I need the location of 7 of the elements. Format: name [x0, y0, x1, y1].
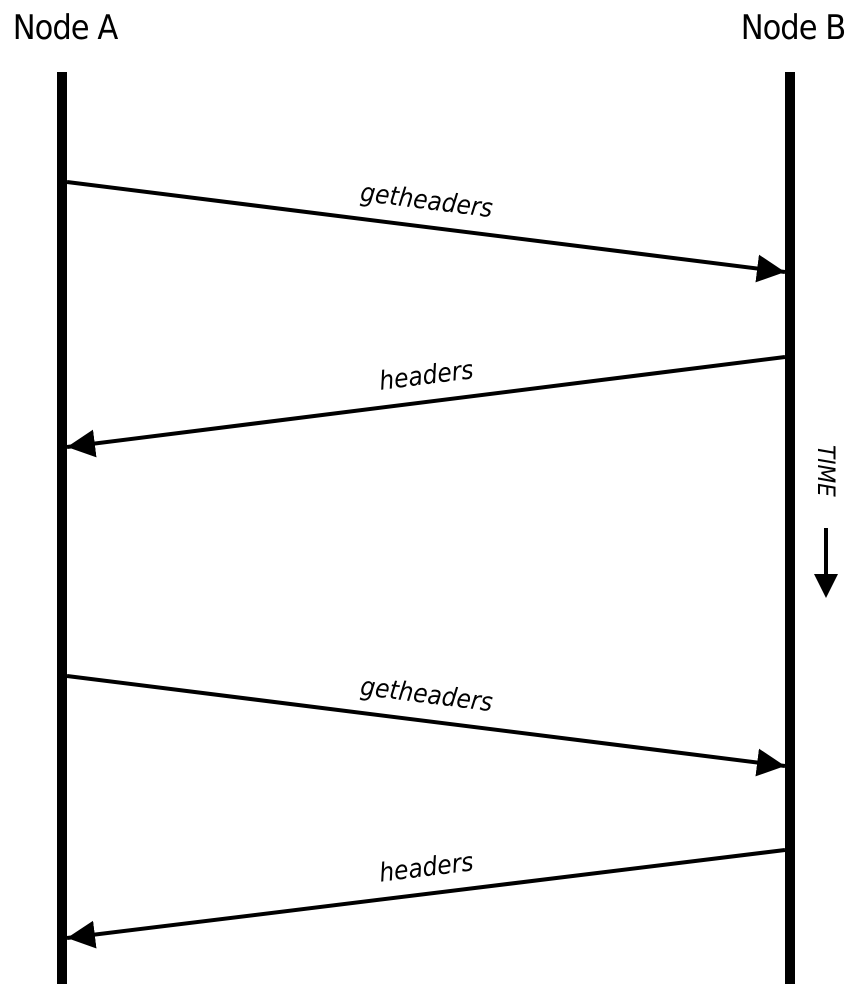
- message-arrow: [66, 848, 786, 948]
- message-arrow: [66, 674, 786, 776]
- lifeline-title: Node A: [12, 8, 119, 48]
- lifeline-title: Node B: [740, 8, 846, 48]
- time-label: TIME: [812, 445, 840, 497]
- message-arrow: [66, 180, 786, 282]
- message-arrow: [66, 355, 786, 458]
